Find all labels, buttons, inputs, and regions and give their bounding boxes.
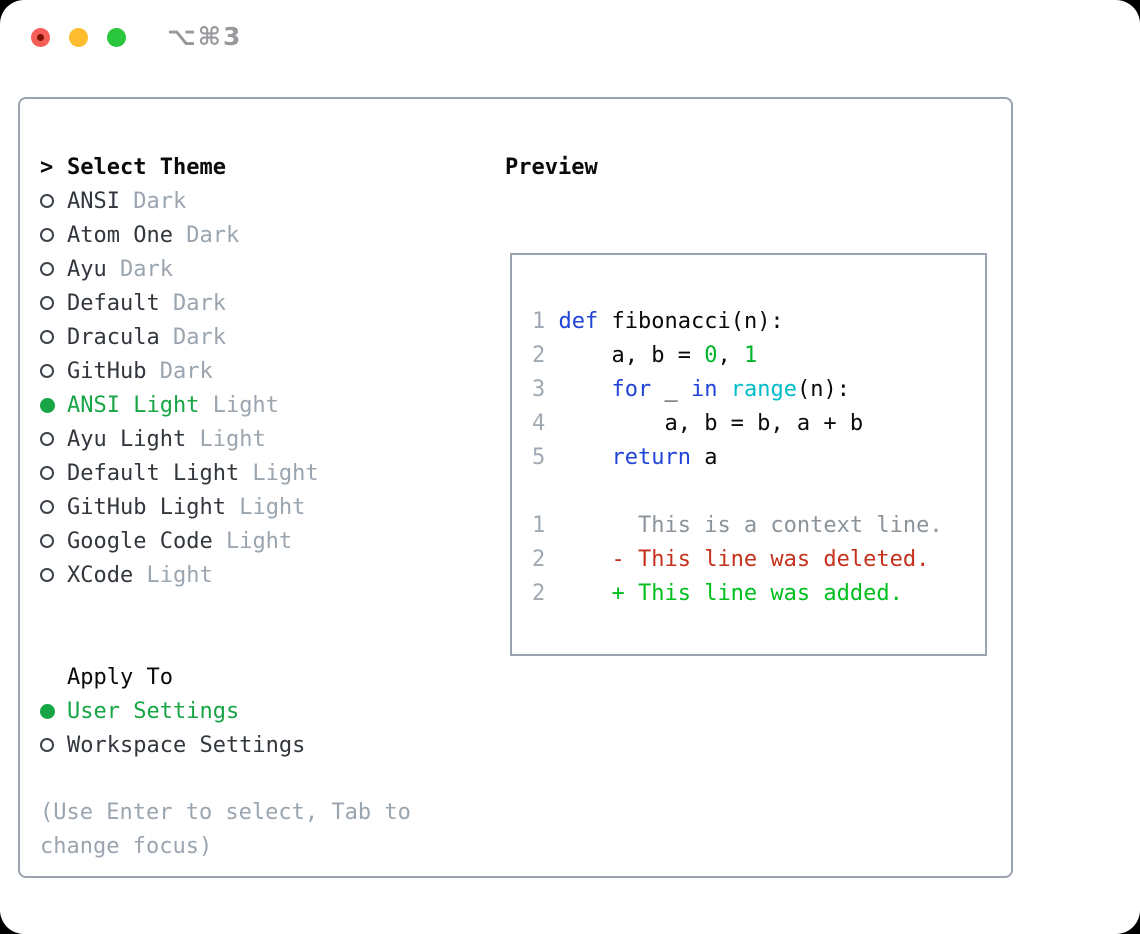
radio-icon: [40, 296, 67, 310]
spacer: [40, 592, 490, 660]
code-line: 5 return a: [532, 444, 718, 470]
theme-item-github[interactable]: GitHub Dark: [40, 354, 490, 388]
item-label: Default Light: [67, 460, 240, 486]
item-label: Default: [67, 290, 160, 316]
line-number: 4: [532, 410, 559, 436]
theme-item-ayu-light[interactable]: Ayu Light Light: [40, 422, 490, 456]
apply-option-workspace-settings[interactable]: Workspace Settings: [40, 728, 490, 762]
item-variant-tag: Light: [133, 562, 213, 588]
item-label: Workspace Settings: [67, 732, 306, 758]
code-line: 2 a, b = 0, 1: [532, 342, 758, 368]
line-number: 2: [532, 546, 559, 572]
theme-item-ansi-light[interactable]: ANSI Light Light: [40, 388, 490, 422]
radio-icon: [40, 534, 67, 548]
radio-icon: [40, 432, 67, 446]
preview-section: Preview 1 def fibonacci(n): 2 a, b = 0, 1…: [505, 150, 987, 656]
code-line: 3 for _ in range(n):: [532, 376, 850, 402]
item-variant-tag: Light: [212, 528, 293, 554]
item-variant-tag: Light: [239, 460, 319, 486]
item-variant-tag: Light: [199, 392, 279, 418]
prompt-caret-icon: >: [40, 154, 54, 180]
theme-item-github-light[interactable]: GitHub Light Light: [40, 490, 490, 524]
line-number: 1: [532, 308, 559, 334]
radio-icon: [40, 738, 67, 752]
zoom-button[interactable]: [107, 28, 126, 47]
theme-item-xcode[interactable]: XCode Light: [40, 558, 490, 592]
item-label: User Settings: [67, 698, 240, 724]
preview-box: 1 def fibonacci(n): 2 a, b = 0, 1 3 for _ …: [510, 253, 987, 656]
line-number: 3: [532, 376, 559, 402]
radio-selected-icon: [40, 397, 67, 413]
code-line: 1 def fibonacci(n):: [532, 308, 784, 334]
item-variant-tag: Dark: [159, 324, 226, 350]
theme-item-default-light[interactable]: Default Light Light: [40, 456, 490, 490]
radio-icon: [40, 330, 67, 344]
radio-icon: [40, 194, 67, 208]
code-line: 2 - This line was deleted.: [532, 546, 930, 572]
line-number: 5: [532, 444, 559, 470]
item-variant-tag: Dark: [159, 290, 226, 316]
theme-picker-header: > Select Theme: [40, 150, 490, 184]
item-label: ANSI: [67, 188, 120, 214]
item-label: Ayu: [67, 256, 107, 282]
radio-icon: [40, 262, 67, 276]
item-label: Atom One: [67, 222, 173, 248]
line-number: [532, 479, 559, 504]
item-label: Google Code: [67, 528, 213, 554]
theme-item-google-code[interactable]: Google Code Light: [40, 524, 490, 558]
titlebar: ⌥⌘3: [0, 0, 1140, 74]
code-line: [532, 474, 985, 508]
item-variant-tag: Light: [225, 494, 306, 520]
line-number: 2: [532, 580, 559, 606]
item-label: GitHub Light: [67, 494, 226, 520]
code-preview: 1 def fibonacci(n): 2 a, b = 0, 1 3 for _ …: [532, 304, 985, 610]
item-label: ANSI Light: [67, 392, 200, 418]
item-variant-tag: Dark: [172, 222, 240, 248]
radio-icon: [40, 364, 67, 378]
minimize-button[interactable]: [69, 28, 88, 47]
item-variant-tag: Light: [186, 426, 266, 452]
code-line: 2 + This line was added.: [532, 580, 903, 606]
apply-to-header: Apply To: [40, 660, 490, 694]
radio-icon: [40, 568, 67, 582]
hint-text: (Use Enter to select, Tab to change focu…: [40, 800, 411, 859]
traffic-lights: [31, 28, 126, 47]
theme-item-ayu[interactable]: Ayu Dark: [40, 252, 490, 286]
item-variant-tag: Dark: [146, 358, 213, 384]
spacer: [40, 762, 490, 796]
code-line: 1 This is a context line.: [532, 512, 943, 538]
preview-title: Preview: [505, 154, 598, 180]
code-line: 4 a, b = b, a + b: [532, 410, 864, 436]
item-variant-tag: Dark: [106, 256, 173, 282]
close-button-dot: [37, 34, 44, 41]
theme-item-default[interactable]: Default Dark: [40, 286, 490, 320]
item-variant-tag: Dark: [119, 188, 187, 214]
theme-picker-title: Select Theme: [67, 154, 226, 180]
item-label: GitHub: [67, 358, 147, 384]
radio-icon: [40, 500, 67, 514]
line-number: 1: [532, 512, 559, 538]
item-label: XCode: [67, 562, 134, 588]
theme-item-ansi[interactable]: ANSI Dark: [40, 184, 490, 218]
apply-to-title: Apply To: [67, 664, 173, 690]
theme-item-atom-one[interactable]: Atom One Dark: [40, 218, 490, 252]
item-label: Dracula: [67, 324, 160, 350]
close-button[interactable]: [31, 28, 50, 47]
line-number: 2: [532, 342, 559, 368]
radio-icon: [40, 228, 67, 242]
theme-item-dracula[interactable]: Dracula Dark: [40, 320, 490, 354]
item-label: Ayu Light: [67, 426, 187, 452]
apply-option-user-settings[interactable]: User Settings: [40, 694, 490, 728]
radio-icon: [40, 466, 67, 480]
radio-selected-icon: [40, 703, 67, 719]
window-title: ⌥⌘3: [167, 22, 243, 51]
